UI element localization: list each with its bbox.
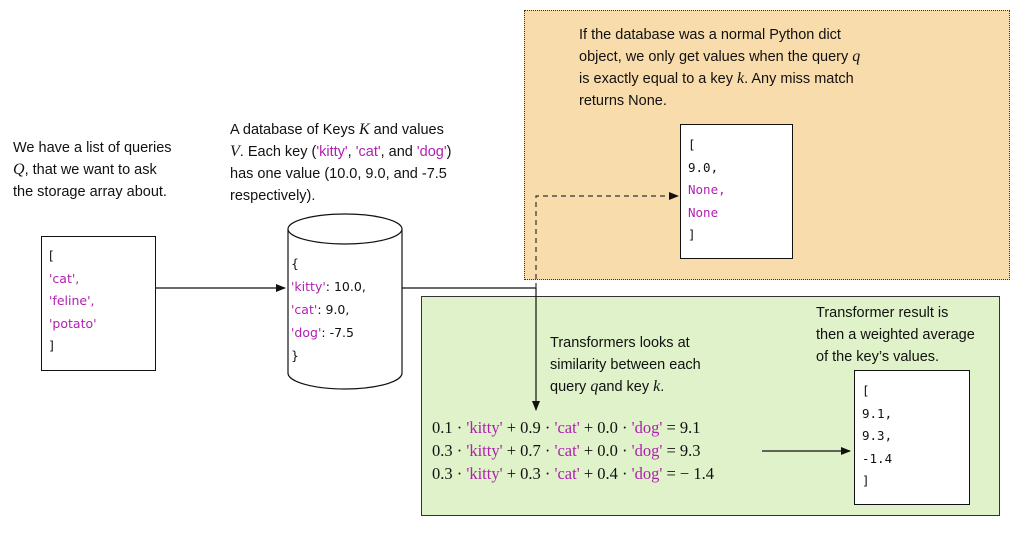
junction-to-dict-result-dashed-arrow [535, 192, 679, 288]
list-open-bracket: [ [49, 248, 54, 263]
result-open-bracket: [ [862, 383, 870, 398]
var-q: q [852, 48, 861, 65]
result-close-bracket: ] [688, 227, 696, 242]
var-q: q [590, 378, 599, 395]
transformer-note-line2: similarity between each [550, 357, 701, 373]
var-k: k [736, 70, 745, 87]
database-note-line4: respectively). [230, 188, 316, 204]
list-item: 'potato' [49, 315, 97, 331]
queries-note: We have a list of queries Q, that we wan… [13, 137, 203, 203]
list-item: 'feline', [49, 293, 95, 308]
result-item: 9.1, [862, 405, 893, 421]
equation-row: 0.1 · 'kitty' + 0.9 · 'cat' + 0.0 · 'dog… [432, 418, 701, 437]
result-note-line3: of the key’s values. [816, 349, 940, 365]
var-Q: Q [13, 161, 25, 178]
dict-note: If the database was a normal Python dict… [579, 24, 909, 112]
result-close-bracket: ] [862, 473, 870, 488]
result-note-line1: Transformer result is [816, 305, 949, 321]
queries-note-line3: the storage array about. [13, 184, 167, 200]
dict-note-line3: is exactly equal to a key k. Any miss ma… [579, 70, 854, 87]
database-note-line1: A database of Keys K and values [230, 121, 444, 138]
result-item: 9.0, [688, 159, 719, 175]
dict-result-box: [ 9.0, None, None ] [680, 124, 793, 259]
var-V: V [230, 143, 240, 160]
transformer-note-line3: query qand key k. [550, 378, 665, 395]
equation-row: 0.3 · 'kitty' + 0.7 · 'cat' + 0.0 · 'dog… [432, 441, 701, 460]
result-item: -1.4 [862, 450, 893, 466]
database-cylinder-icon [287, 213, 403, 390]
database-note-line2: V. Each key ('kitty', 'cat', and 'dog') [230, 143, 452, 160]
queries-list-box: [ 'cat', 'feline', 'potato' ] [41, 236, 156, 371]
database-note-line3: has one value (10.0, 9.0, and -7.5 [230, 166, 447, 182]
result-item: None, [688, 182, 726, 197]
dict-note-line4: returns None. [579, 93, 667, 109]
var-k: k [653, 378, 661, 395]
equations: 0.1 · 'kitty' + 0.9 · 'cat' + 0.0 · 'dog… [432, 416, 714, 485]
result-item: 9.3, [862, 428, 893, 443]
queries-note-line1: We have a list of queries [13, 140, 172, 156]
queries-list-content: [ 'cat', 'feline', 'potato' ] [49, 245, 97, 358]
equation-row: 0.3 · 'kitty' + 0.3 · 'cat' + 0.4 · 'dog… [432, 464, 714, 483]
dict-note-line1: If the database was a normal Python dict [579, 27, 841, 43]
transformer-note: Transformers looks at similarity between… [550, 332, 750, 398]
database-content: { 'kitty': 10.0, 'cat': 9.0, 'dog': -7.5… [291, 252, 366, 367]
transformer-result-content: [ 9.1, 9.3, -1.4 ] [862, 380, 892, 493]
transformer-result-box: [ 9.1, 9.3, -1.4 ] [854, 370, 970, 505]
queries-note-line2: Q, that we want to ask [13, 161, 157, 178]
transformer-note-line1: Transformers looks at [550, 335, 690, 351]
result-open-bracket: [ [688, 137, 696, 152]
database-entry: 'dog': -7.5 [291, 325, 354, 340]
dict-note-line2: object, we only get values when the quer… [579, 48, 861, 65]
var-K: K [358, 121, 370, 138]
database-entry: 'kitty': 10.0, [291, 279, 366, 294]
dict-close-brace: } [291, 348, 299, 363]
dict-result-content: [ 9.0, None, None ] [688, 134, 726, 247]
dict-open-brace: { [291, 256, 299, 271]
database-note: A database of Keys K and values V. Each … [230, 119, 500, 207]
result-note-line2: then a weighted average [816, 327, 975, 343]
list-close-bracket: ] [49, 338, 54, 353]
database-entry: 'cat': 9.0, [291, 302, 350, 317]
list-item: 'cat', [49, 270, 80, 286]
result-item: None [688, 204, 719, 220]
result-note: Transformer result is then a weighted av… [816, 302, 996, 368]
